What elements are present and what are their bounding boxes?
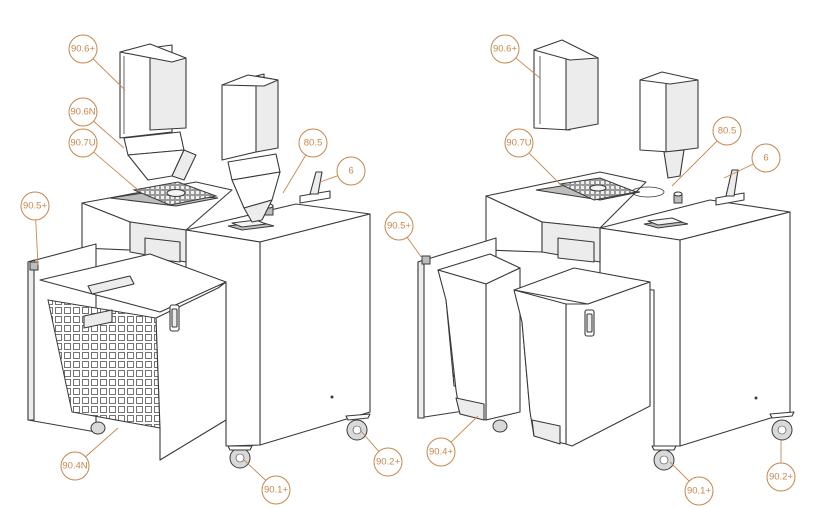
callout-bubble bbox=[384, 211, 414, 241]
left-assembly bbox=[27, 43, 371, 469]
callout-r-90-7u: 90.7U bbox=[504, 128, 563, 187]
callout-bubble bbox=[684, 476, 714, 506]
leader-line bbox=[243, 459, 267, 481]
callout-label: 80.5 bbox=[718, 126, 737, 137]
leader-line bbox=[93, 120, 125, 149]
left-hopper-tall bbox=[119, 43, 187, 139]
callout-bubble bbox=[336, 156, 366, 186]
callout-label: 90.6+ bbox=[71, 44, 95, 55]
callout-bubble bbox=[490, 34, 520, 64]
right-assembly bbox=[417, 39, 795, 471]
leader-line bbox=[528, 152, 563, 187]
callout-r-6: 6 bbox=[723, 143, 781, 179]
leader-line bbox=[85, 427, 119, 458]
callout-l-90-1: 90.1+ bbox=[243, 459, 291, 505]
callout-label: 90.5+ bbox=[23, 201, 47, 212]
callout-label: 90.4+ bbox=[429, 447, 453, 458]
callout-bubble bbox=[373, 447, 403, 477]
left-cabinet bbox=[81, 171, 371, 447]
callout-bubble bbox=[751, 143, 781, 173]
callout-r-80-5: 80.5 bbox=[671, 116, 742, 187]
callout-label: 90.1+ bbox=[687, 486, 711, 497]
callout-bubble bbox=[68, 34, 98, 64]
callout-l-90-6n: 90.6N bbox=[68, 97, 125, 149]
callout-label: 90.6N bbox=[70, 107, 95, 118]
callout-l-80-5: 80.5 bbox=[282, 128, 328, 194]
leader-line bbox=[282, 154, 307, 194]
callout-l-90-4n: 90.4N bbox=[60, 427, 119, 481]
callout-label: 90.2+ bbox=[769, 472, 793, 483]
right-hopper-tall bbox=[533, 39, 599, 131]
leader-line bbox=[359, 429, 380, 452]
callout-layer: 90.6+ 90.6N 90.7U 80.5 6 90.5+ 90.4N 90.2+ 90.1+… bbox=[20, 34, 796, 506]
callout-bubble bbox=[68, 97, 98, 127]
callout-bubble bbox=[504, 128, 534, 158]
callout-l-90-6: 90.6+ bbox=[68, 34, 126, 91]
callout-r-90-5: 90.5+ bbox=[384, 211, 423, 259]
callout-label: 6 bbox=[348, 166, 353, 177]
callout-bubble bbox=[261, 475, 291, 505]
callout-l-90-7u: 90.7U bbox=[68, 128, 139, 191]
leader-line bbox=[723, 163, 754, 179]
callout-l-90-2: 90.2+ bbox=[359, 429, 403, 477]
callout-bubble bbox=[60, 451, 90, 481]
callout-label: 90.7U bbox=[506, 138, 531, 149]
callout-l-6: 6 bbox=[319, 156, 366, 186]
callout-bubble bbox=[766, 462, 796, 492]
callout-r-90-1: 90.1+ bbox=[669, 461, 714, 506]
callout-label: 90.1+ bbox=[264, 485, 288, 496]
callout-r-90-2: 90.2+ bbox=[766, 440, 796, 492]
leader-line bbox=[669, 461, 690, 482]
callout-label: 90.4N bbox=[62, 461, 87, 472]
left-wheels bbox=[90, 413, 371, 469]
callout-bubble bbox=[426, 437, 456, 467]
leader-line bbox=[93, 151, 139, 191]
leader-line bbox=[406, 237, 423, 259]
callout-bubble bbox=[20, 191, 50, 221]
left-funnel bbox=[123, 131, 197, 181]
left-hopper-right bbox=[221, 73, 281, 223]
right-basket-left bbox=[437, 253, 521, 421]
leader-line bbox=[35, 219, 39, 266]
callout-label: 90.7U bbox=[70, 138, 95, 149]
right-wheels bbox=[492, 411, 795, 471]
left-laundry-basket bbox=[39, 253, 227, 461]
callout-label: 80.5 bbox=[304, 138, 323, 149]
callout-l-90-5: 90.5+ bbox=[20, 191, 50, 266]
callout-bubble bbox=[712, 116, 742, 146]
callout-label: 90.5+ bbox=[387, 221, 411, 232]
callout-label: 6 bbox=[763, 153, 768, 164]
callout-bubble bbox=[298, 128, 328, 158]
leader-line bbox=[450, 415, 479, 443]
right-basket-right bbox=[513, 267, 651, 447]
callout-r-90-6: 90.6+ bbox=[490, 34, 541, 79]
callout-r-90-4: 90.4+ bbox=[426, 415, 479, 467]
callout-bubble bbox=[68, 128, 98, 158]
right-hopper-right bbox=[639, 71, 699, 179]
leader-line bbox=[92, 58, 126, 91]
leader-line bbox=[515, 57, 541, 79]
callout-label: 90.6+ bbox=[493, 44, 517, 55]
callout-label: 90.2+ bbox=[376, 457, 400, 468]
leader-line bbox=[319, 175, 338, 183]
leader-line bbox=[671, 140, 718, 187]
